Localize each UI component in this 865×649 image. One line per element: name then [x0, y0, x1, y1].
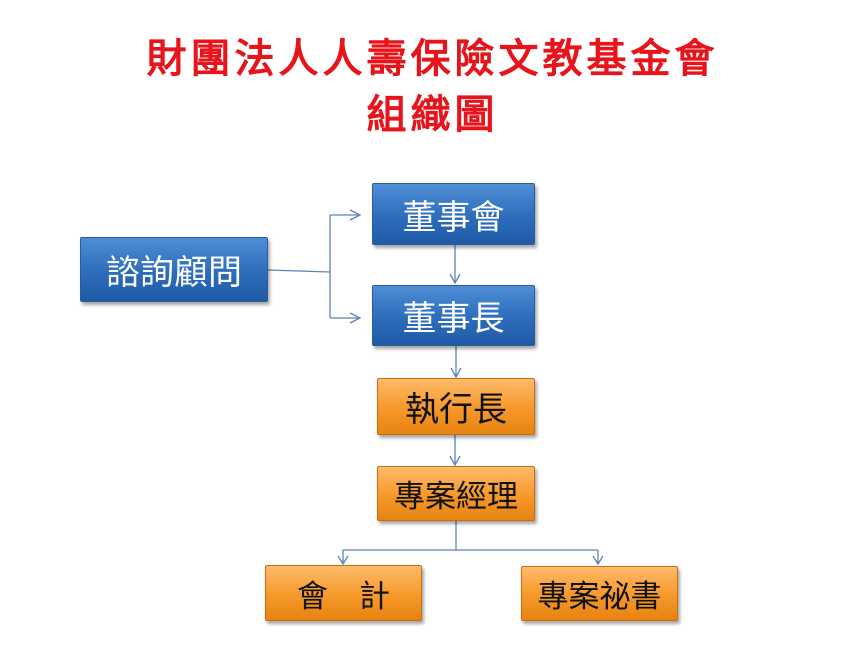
node-project-secretary: 專案祕書: [521, 566, 678, 621]
connector-board-chairman: [449, 245, 461, 285]
connector-ceo-pm: [449, 435, 461, 467]
node-accounting: 會 計: [265, 565, 422, 621]
title-line-1: 財團法人人壽保險文教基金會: [146, 35, 719, 82]
node-project-manager: 專案經理: [377, 466, 535, 521]
node-advisor: 諮詢顧問: [80, 237, 268, 302]
node-chairman: 董事長: [372, 285, 535, 346]
title-line-2: 組織圖: [366, 91, 499, 138]
connector-pm-staff: [337, 521, 604, 566]
arrow-head: [349, 209, 362, 324]
node-ceo: 執行長: [377, 378, 535, 435]
connector-chairman-ceo: [450, 346, 462, 379]
node-board: 董事會: [372, 183, 535, 245]
connector-advisor: [267, 214, 360, 319]
